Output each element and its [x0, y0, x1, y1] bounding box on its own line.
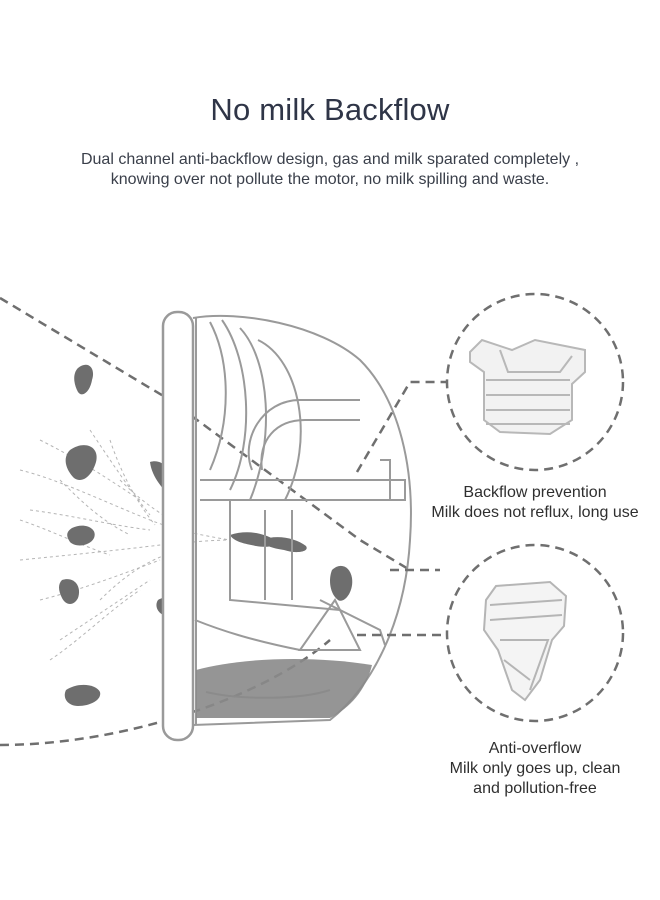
callout-overflow-desc-2: and pollution-free	[473, 780, 597, 797]
flange	[161, 310, 195, 742]
backflow-valve-icon	[469, 338, 586, 436]
callout-overflow-title: Anti-overflow	[488, 740, 582, 757]
subtitle-line-1: Dual channel anti-backflow design, gas a…	[80, 151, 580, 168]
callout-overflow: Anti-overflow Milk only goes up, clean a…	[400, 739, 660, 799]
leader-lines	[355, 380, 448, 637]
overflow-circle	[445, 543, 625, 723]
subtitle-line-2: knowing over not pollute the motor, no m…	[110, 171, 550, 188]
milk-droplets	[59, 364, 353, 706]
milk-ducts	[19, 429, 231, 661]
page-title: No milk Backflow	[210, 92, 450, 127]
milk-level	[196, 658, 372, 718]
duckbill-valve-icon	[482, 580, 568, 702]
backflow-circle	[445, 292, 625, 472]
callout-overflow-desc-1: Milk only goes up, clean	[449, 760, 621, 777]
pump-body	[192, 314, 412, 726]
detail-circles	[445, 292, 625, 723]
page-subtitle: Dual channel anti-backflow design, gas a…	[20, 150, 640, 190]
callout-backflow-title: Backflow prevention	[463, 484, 607, 501]
callout-backflow: Backflow prevention Milk does not reflux…	[400, 483, 660, 523]
callout-backflow-desc: Milk does not reflux, long use	[431, 504, 639, 521]
